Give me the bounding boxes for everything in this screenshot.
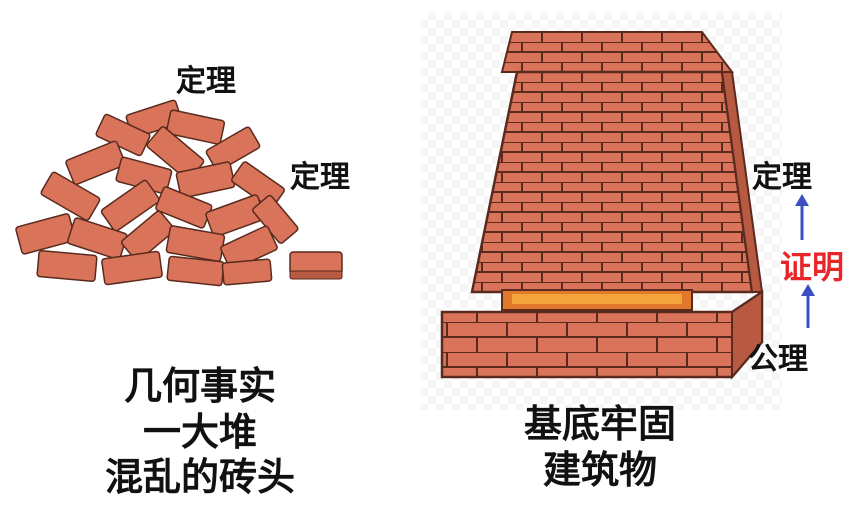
- theorem-label: 定理: [752, 160, 812, 195]
- theorem-label-top: 定理: [176, 64, 236, 99]
- left-caption-line-3: 混乱的砖头: [104, 455, 295, 500]
- brick-building-illustration: [440, 31, 764, 380]
- arrow-up-icon: [801, 284, 815, 328]
- proof-label: 证明: [780, 248, 845, 286]
- arrow-up-icon: [795, 194, 809, 240]
- right-caption-line-2: 建筑物: [542, 447, 657, 492]
- brick-pile-illustration: [15, 99, 343, 287]
- theorem-label-right: 定理: [290, 160, 350, 195]
- left-caption: 几何事实 一大堆 混乱的砖头: [60, 364, 340, 501]
- axiom-label: 公理: [748, 342, 808, 377]
- right-caption: 基底牢固 建筑物: [470, 402, 730, 493]
- left-caption-line-1: 几何事实: [123, 364, 276, 408]
- right-caption-line-1: 基底牢固: [523, 402, 676, 446]
- left-caption-line-2: 一大堆: [142, 409, 257, 454]
